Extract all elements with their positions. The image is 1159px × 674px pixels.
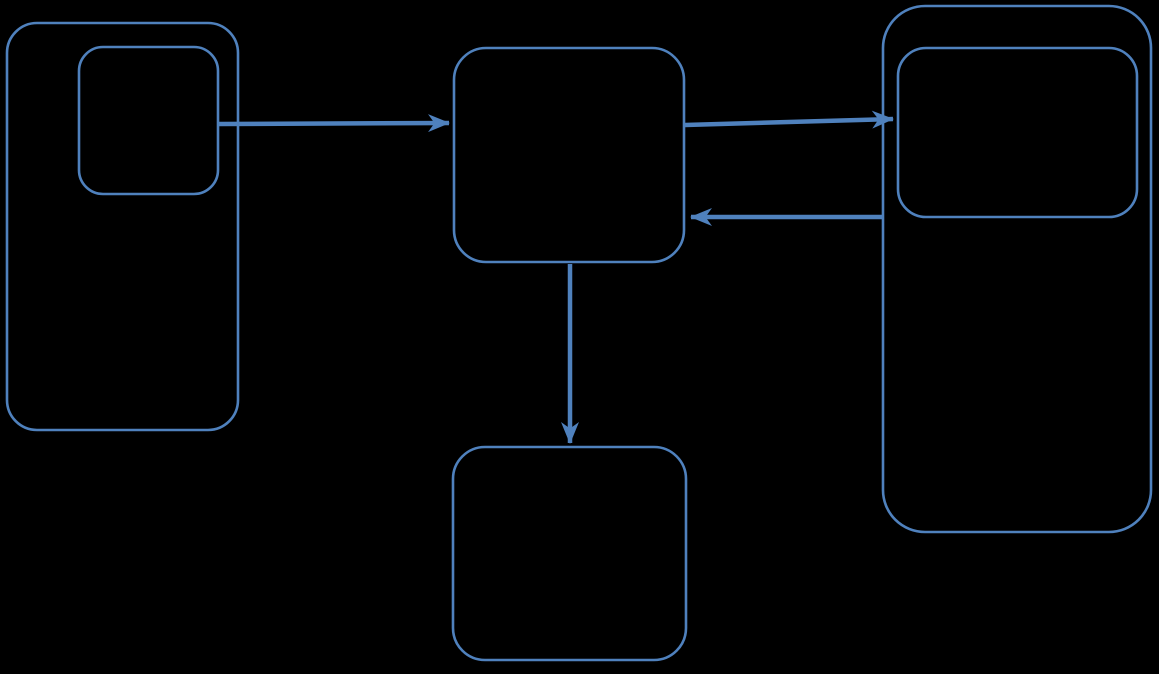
connector-left-inner-to-center [218, 114, 450, 133]
node-right-outer-box [881, 4, 1153, 534]
node-left-inner-box [77, 45, 220, 196]
node-center-box [452, 46, 686, 264]
node-left-outer-box [5, 21, 240, 432]
node-right-inner-box [896, 46, 1139, 219]
node-bottom-box [451, 445, 688, 662]
connector-center-to-right-inner [684, 110, 894, 129]
